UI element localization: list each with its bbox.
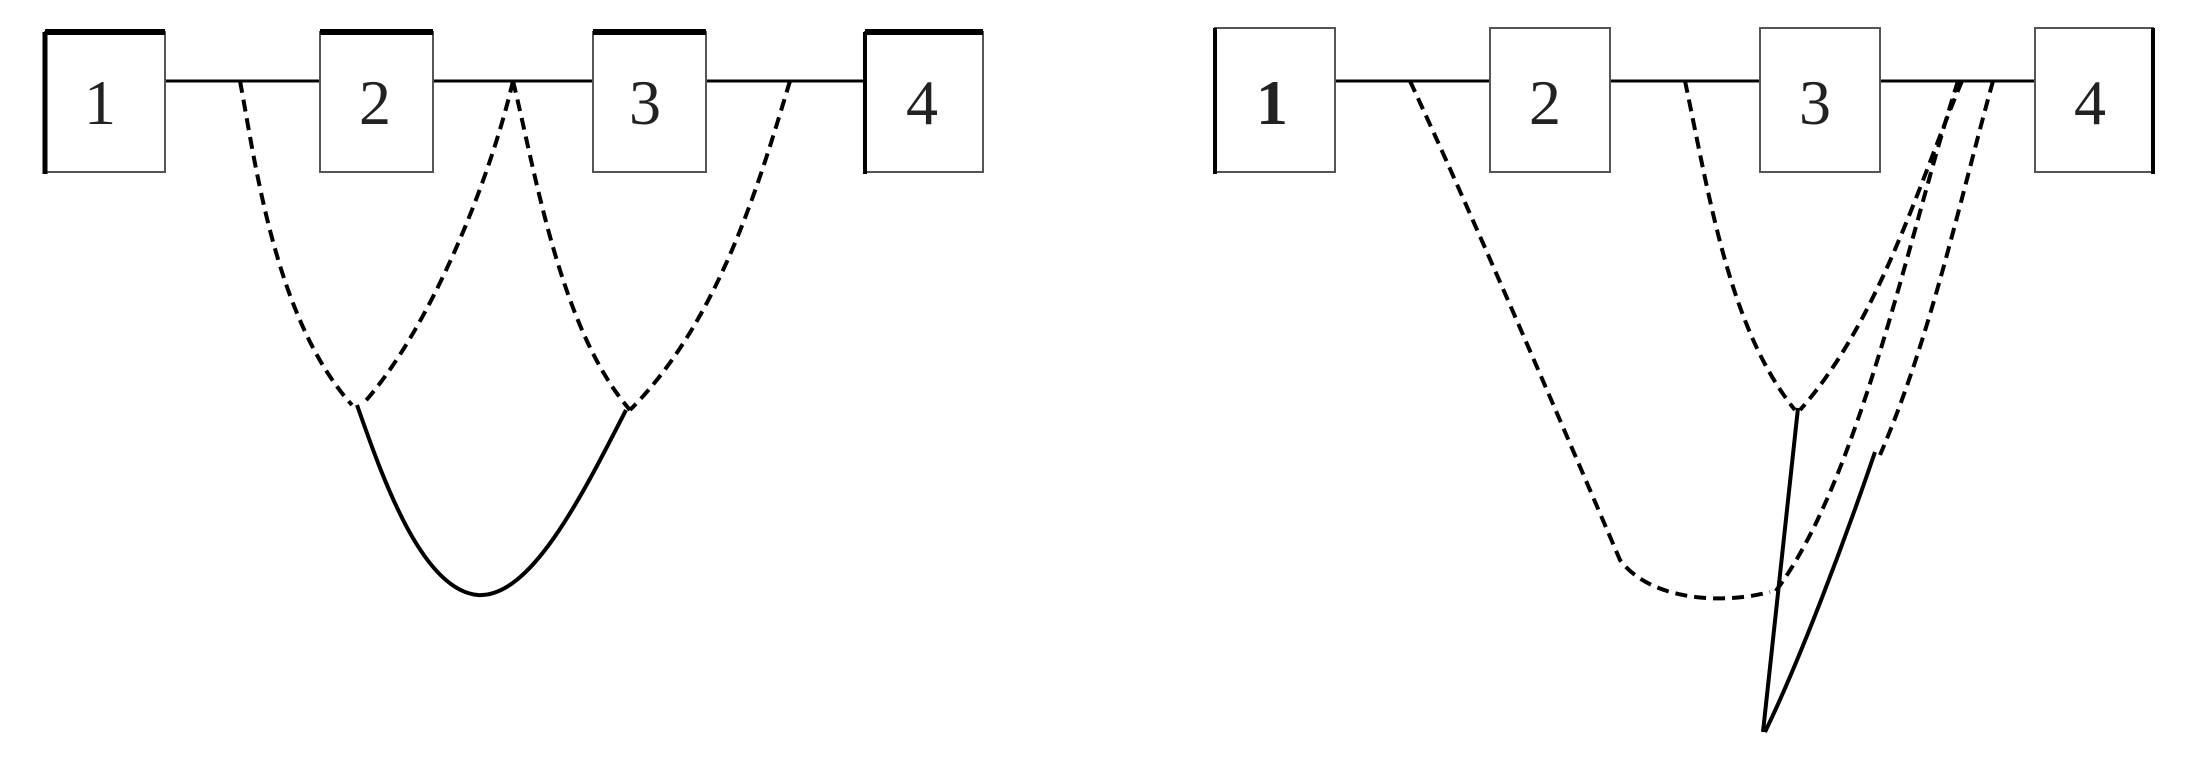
left-box-3-label: 3 [629,67,661,138]
right-box-4-label: 4 [2074,67,2106,138]
left-dashed-branch-1 [238,80,354,407]
right-dashed-branch-3b [1878,80,1995,456]
left-box-2-label: 2 [359,67,391,138]
right-box-2: 2 [1489,27,1611,173]
left-diagram: 1 2 3 4 [42,29,984,598]
left-box-1: 1 [42,29,166,174]
left-solid-root [355,404,628,598]
left-box-2: 2 [319,29,434,173]
right-dashed-branch-1 [1408,80,1771,601]
right-box-2-label: 2 [1529,67,1561,138]
left-box-4: 4 [863,29,984,174]
right-dashed-branch-2 [1683,80,1797,412]
right-box-1-label: 1 [1256,67,1288,138]
left-box-4-label: 4 [906,67,938,138]
right-box-1: 1 [1213,27,1336,174]
left-box-1-label: 1 [84,67,116,138]
left-dashed-branch-3 [628,80,792,412]
right-box-3-label: 3 [1799,67,1831,138]
right-dashed-branch-3c [1773,80,1960,594]
left-dashed-branch-2b [511,80,632,412]
right-solid-root-1 [1761,407,1800,733]
right-diagram: 1 2 3 4 [1213,27,2155,733]
left-dashed-branch-2a [360,80,515,407]
right-box-4: 4 [2034,27,2155,174]
right-solid-root-2 [1763,451,1877,733]
right-box-3: 3 [1759,27,1881,173]
left-box-3: 3 [592,29,707,173]
